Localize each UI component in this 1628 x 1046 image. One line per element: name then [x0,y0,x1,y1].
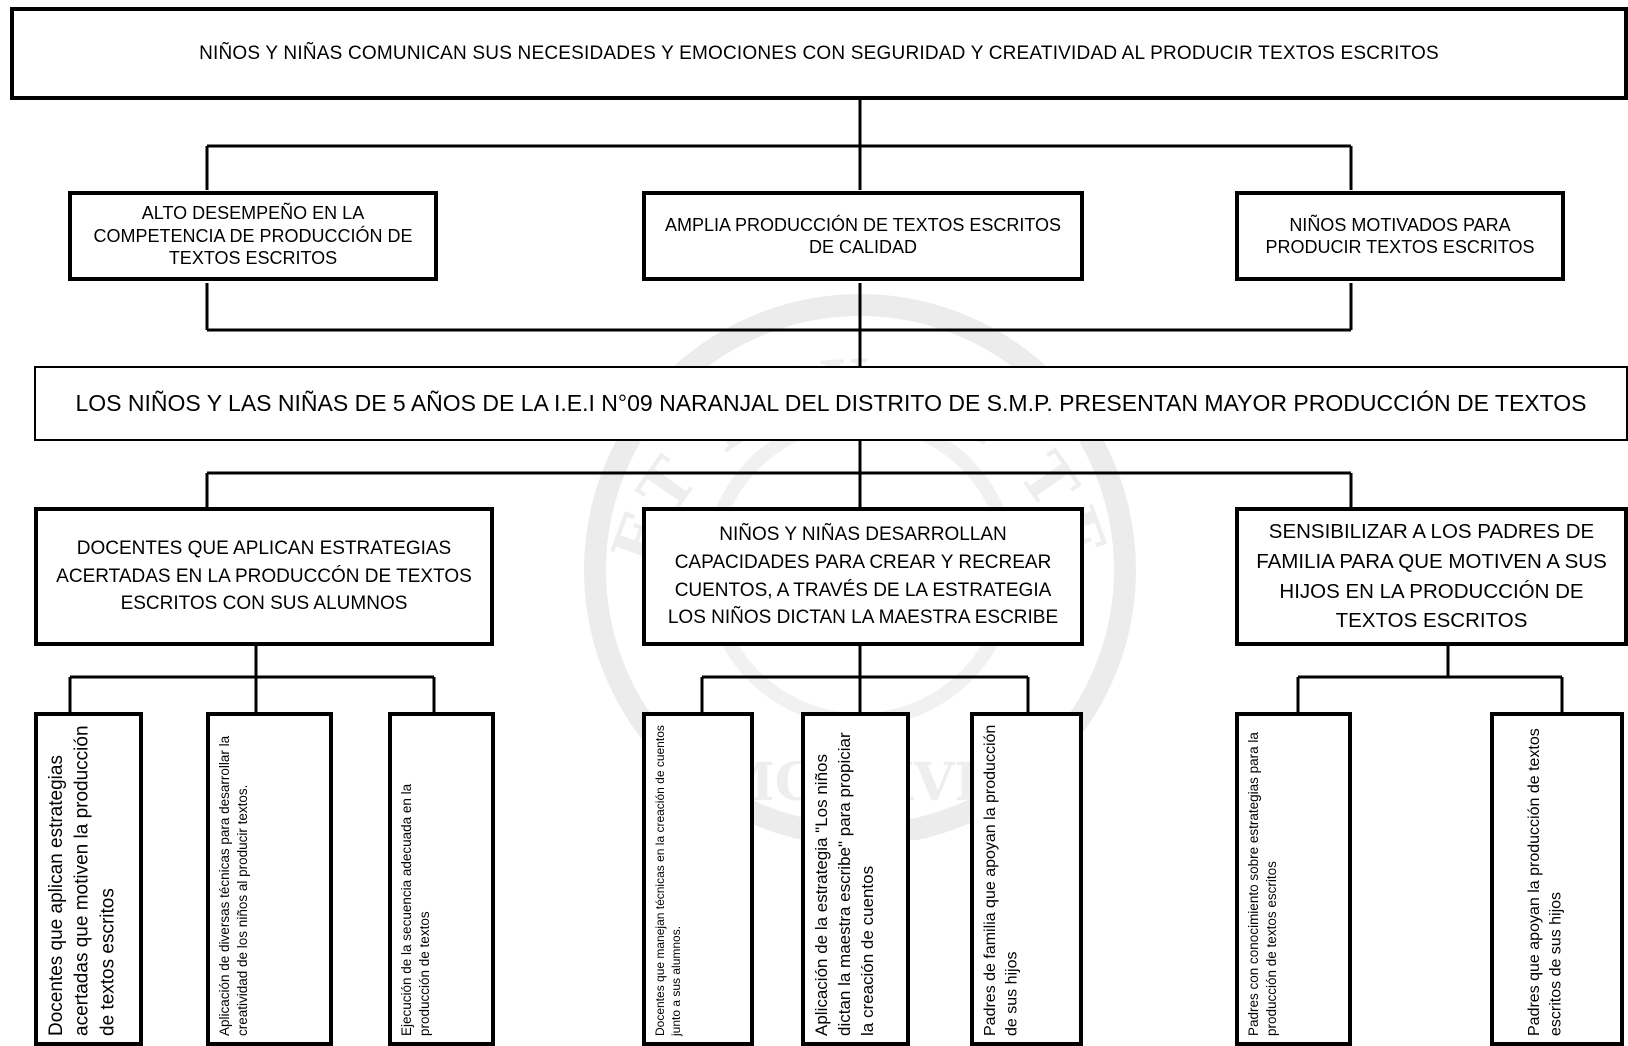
effect-box-1: ALTO DESEMPEÑO EN LA COMPETENCIA DE PROD… [68,191,438,281]
effect-text-2: AMPLIA PRODUCCIÓN DE TEXTOS ESCRITOS DE … [664,214,1062,258]
leaf-text-6: Padres de familia que apoyan la producci… [982,724,1021,1036]
means-box-1: DOCENTES QUE APLICAN ESTRATEGIAS ACERTAD… [34,507,494,646]
top-end-text: NIÑOS Y NIÑAS COMUNICAN SUS NECESIDADES … [199,42,1439,64]
effect-text-1: ALTO DESEMPEÑO EN LA COMPETENCIA DE PROD… [93,203,413,269]
means-text-3: SENSIBILIZAR A LOS PADRES DE FAMILIA PAR… [1256,520,1607,633]
leaf-box-3: Ejecución de la secuencia adecuada en la… [388,712,495,1046]
leaf-box-1: Docentes que aplican estrategias acertad… [34,712,143,1046]
central-goal-text: LOS NIÑOS Y LAS NIÑAS DE 5 AÑOS DE LA I.… [75,389,1587,416]
leaf-text-3: Ejecución de la secuencia adecuada en la… [399,783,433,1036]
means-box-3: SENSIBILIZAR A LOS PADRES DE FAMILIA PAR… [1235,507,1628,646]
leaf-box-2: Aplicación de diversas técnicas para des… [206,712,333,1046]
leaf-text-2: Aplicación de diversas técnicas para des… [217,735,251,1036]
leaf-text-8: Padres que apoyan la producción de texto… [1526,728,1565,1036]
means-box-2: NIÑOS Y NIÑAS DESARROLLAN CAPACIDADES PA… [642,507,1084,646]
effect-text-3: NIÑOS MOTIVADOS PARA PRODUCIR TEXTOS ESC… [1265,214,1535,258]
effect-box-3: NIÑOS MOTIVADOS PARA PRODUCIR TEXTOS ESC… [1235,191,1565,281]
leaf-box-6: Padres de familia que apoyan la producci… [970,712,1083,1046]
means-text-1: DOCENTES QUE APLICAN ESTRATEGIAS ACERTAD… [56,538,472,615]
central-goal-box: LOS NIÑOS Y LAS NIÑAS DE 5 AÑOS DE LA I.… [34,366,1628,441]
leaf-box-4: Docentes que manejan técnicas en la crea… [642,712,754,1046]
leaf-text-1: Docentes que aplican estrategias acertad… [46,725,119,1036]
leaf-text-4: Docentes que manejan técnicas en la crea… [653,725,684,1036]
leaf-text-5: Aplicación de la estrategia "Los niños d… [812,732,877,1036]
leaf-box-5: Aplicación de la estrategia "Los niños d… [801,712,910,1046]
leaf-box-8: Padres que apoyan la producción de texto… [1490,712,1624,1046]
top-end-box: NIÑOS Y NIÑAS COMUNICAN SUS NECESIDADES … [10,7,1628,100]
leaf-text-7: Padres con conocimiento sobre estrategia… [1246,732,1280,1036]
means-text-2: NIÑOS Y NIÑAS DESARROLLAN CAPACIDADES PA… [667,524,1059,629]
effect-box-2: AMPLIA PRODUCCIÓN DE TEXTOS ESCRITOS DE … [642,191,1084,281]
leaf-box-7: Padres con conocimiento sobre estrategia… [1235,712,1352,1046]
